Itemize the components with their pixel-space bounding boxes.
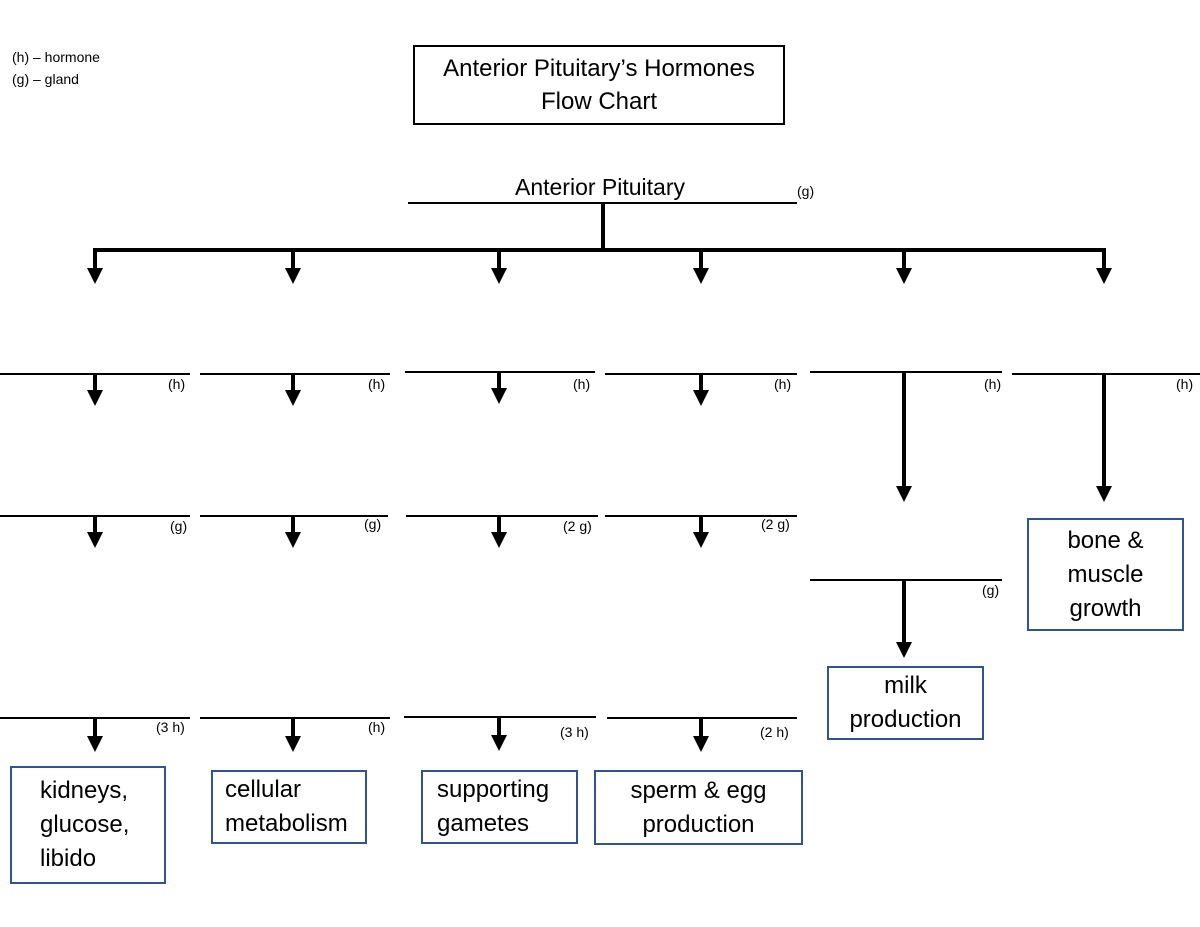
gland-tag-3: (2 g) (563, 518, 592, 534)
gland-tag-4: (2 g) (761, 516, 790, 532)
gland-tag-2: (g) (364, 516, 382, 532)
effect-tag-1: (3 h) (156, 719, 185, 735)
effect-tag-2: (h) (368, 719, 386, 735)
effect-tag-3: (3 h) (560, 724, 589, 740)
hormone-tag-4: (h) (774, 376, 792, 392)
gland-tag-1: (g) (170, 518, 188, 534)
hormone-tag-6: (h) (1176, 376, 1194, 392)
outcome-line: metabolism (225, 810, 348, 837)
arrowhead (896, 268, 912, 284)
outcome-line: supporting (437, 776, 550, 803)
outcome-line: milk (884, 672, 927, 699)
outcome-line: muscle (1067, 560, 1144, 588)
legend: (h) – hormone (g) – gland (12, 46, 100, 90)
effect-tag-4: (2 h) (760, 724, 789, 740)
hormone-tag-3: (h) (573, 376, 591, 392)
arrowhead (693, 268, 709, 284)
hormone-tag-1: (h) (168, 376, 186, 392)
outcome-box-kidneys: kidneys, glucose, libido (10, 766, 166, 884)
arrowhead (87, 268, 103, 284)
title-line-2: Flow Chart (540, 88, 658, 115)
outcome-box-gametes: supporting gametes (421, 770, 578, 844)
outcome-line: libido (40, 845, 97, 872)
hormone-tag-2: (h) (368, 376, 386, 392)
outcome-box-sperm-egg: sperm & egg production (594, 770, 803, 845)
outcome-line: sperm & egg (630, 776, 767, 804)
outcome-line: glucose, (40, 811, 130, 838)
title-box: Anterior Pituitary’s Hormones Flow Chart (413, 45, 785, 125)
outcome-box-bone-muscle: bone & muscle growth (1027, 518, 1184, 631)
legend-gland: (g) – gland (12, 71, 79, 87)
outcome-box-milk: milk production (827, 666, 984, 740)
outcome-line: growth (1069, 594, 1142, 622)
outcome-line: gametes (437, 810, 530, 837)
arrowhead (285, 268, 301, 284)
hormone-tag-5: (h) (984, 376, 1002, 392)
arrowhead (491, 268, 507, 284)
outcome-box-metabolism: cellular metabolism (211, 770, 367, 844)
gland-tag-5: (g) (982, 582, 1000, 598)
outcome-line: kidneys, (40, 777, 129, 804)
root-label: Anterior Pituitary (514, 174, 685, 200)
outcome-line: production (849, 706, 962, 733)
arrowhead (1096, 268, 1112, 284)
root-tag: (g) (797, 183, 815, 199)
outcome-line: production (642, 810, 755, 838)
legend-hormone: (h) – hormone (12, 49, 100, 65)
outcome-line: cellular (225, 776, 302, 803)
title-line-1: Anterior Pituitary’s Hormones (443, 55, 755, 82)
outcome-line: bone & (1067, 526, 1144, 554)
